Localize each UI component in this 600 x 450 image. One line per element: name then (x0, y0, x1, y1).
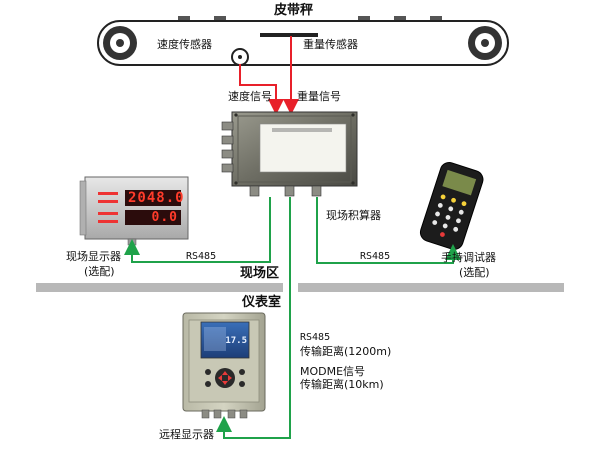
belt-idlers (178, 16, 442, 20)
transmission-modbus-distance-label: 传输距离(10km) (300, 378, 384, 391)
weight-sensor-label: 重量传感器 (303, 38, 358, 51)
speed-signal-label: 速度信号 (228, 90, 272, 103)
transmission-rs485-label: RS485 (300, 332, 331, 343)
left-pulley (103, 26, 137, 60)
handheld-optional-label: (选配) (459, 266, 490, 279)
remote-glands (201, 409, 248, 419)
remote-line (216, 197, 291, 439)
integrator-box (221, 111, 358, 197)
display-indicator-lights (98, 192, 118, 223)
remote-keypad (205, 368, 245, 388)
transmission-rs485-distance-label: 传输距离(1200m) (300, 345, 392, 358)
display-top-led-window (125, 190, 181, 206)
divider-right (298, 283, 564, 292)
instrument-room-label: 仪表室 (242, 295, 282, 310)
display-bottom-reading: 0.0 (151, 210, 178, 225)
handheld-device (419, 162, 484, 250)
speed-sensor-label: 速度传感器 (157, 38, 212, 51)
speed-signal-line (239, 64, 284, 115)
conveyor-belt (97, 16, 509, 66)
field-display-label: 现场显示器 (66, 250, 121, 263)
display-top-reading: 2048.0 (128, 190, 185, 206)
divider-left (36, 283, 283, 292)
rs485-right-line (316, 197, 461, 264)
integrator-glands-left (221, 121, 234, 173)
remote-screen-reading: 17.5 (225, 336, 247, 346)
field-area-label: 现场区 (240, 266, 280, 281)
remote-lcd-screen (200, 321, 250, 359)
display-bottom-led-window (125, 210, 181, 225)
right-pulley (468, 26, 502, 60)
remote-display-device (182, 312, 266, 419)
weight-signal-label: 重量信号 (297, 90, 341, 103)
integrator-glands-bottom (249, 185, 322, 197)
integrator-nameplate (259, 123, 347, 173)
transmission-modbus-label: MODME信号 (300, 365, 366, 378)
rs485-left-label: RS485 (186, 251, 217, 262)
remote-display-label: 远程显示器 (159, 428, 214, 441)
field-display-optional-label: (选配) (84, 265, 115, 278)
rs485-right-label: RS485 (360, 251, 391, 262)
field-display-device (79, 176, 189, 246)
rs485-left-line (124, 197, 271, 263)
integrator-screws (234, 113, 355, 185)
handheld-screen (442, 169, 477, 196)
speed-sensor-wheel (231, 48, 249, 66)
handheld-keypad (432, 194, 467, 237)
handheld-label: 手持调试器 (441, 251, 496, 264)
conveyor-scale-label: 皮带秤 (274, 3, 314, 18)
nameplate-line (272, 128, 332, 132)
weighing-frame (260, 33, 318, 37)
field-integrator-label: 现场积算器 (326, 209, 381, 222)
